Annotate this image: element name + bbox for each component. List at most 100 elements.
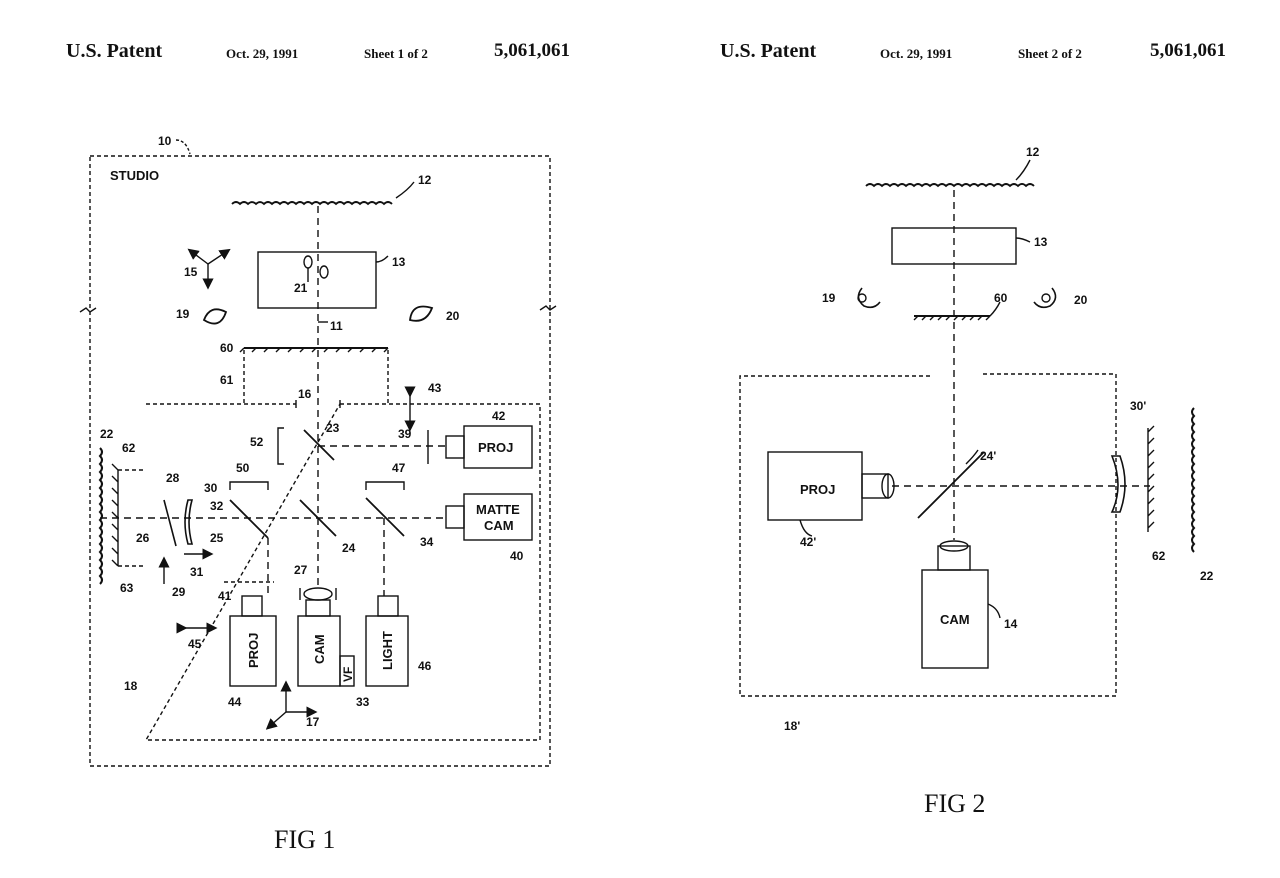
fig2-ref-18p: 18' — [784, 719, 800, 733]
fig2-light-19 — [857, 287, 881, 309]
fig2-projector-lens-housing — [861, 473, 889, 499]
ref-22: 22 — [100, 427, 114, 441]
fig2-proj-label: PROJ — [800, 482, 835, 497]
ref-61: 61 — [220, 373, 234, 387]
fig2-ref-42p: 42' — [800, 535, 816, 549]
studio-enclosure — [89, 155, 551, 767]
bracket-47 — [365, 481, 405, 490]
ref-31: 31 — [190, 565, 204, 579]
ref-29: 29 — [172, 585, 186, 599]
leader-10 — [175, 139, 191, 155]
leader-13 — [375, 255, 389, 263]
fig2-leader-13 — [1015, 237, 1031, 243]
fig2-screen-12 — [865, 183, 1035, 188]
beamsplitter-24 — [299, 499, 337, 537]
vf-label: VF — [341, 667, 355, 682]
fig2-leader-42 — [799, 519, 813, 537]
fig2-screen-22 — [1191, 407, 1196, 553]
fig1-caption: FIG 1 — [274, 825, 335, 854]
ref-45: 45 — [188, 637, 202, 651]
fig2-projector-lens — [881, 473, 895, 499]
leader-12 — [395, 181, 415, 199]
matte-cam-label-line2: CAM — [484, 518, 514, 533]
ref-24: 24 — [342, 541, 356, 555]
sheet1-patent-number: 5,061,061 — [494, 40, 570, 61]
fig2-leader-12 — [1015, 159, 1031, 181]
fig2-leader-60 — [989, 301, 1001, 317]
fig2-leader-14 — [987, 603, 1001, 619]
ref-39: 39 — [398, 427, 412, 441]
fig2-diagram — [739, 159, 1196, 697]
ref-44: 44 — [228, 695, 242, 709]
fig2-light-20-bulb — [1041, 293, 1051, 303]
filter-28 — [163, 499, 177, 547]
projector-42-lens — [445, 435, 465, 459]
matte-cam-40-body — [463, 493, 533, 541]
sheet1-title: U.S. Patent — [66, 40, 163, 62]
fig2-cam-label: CAM — [940, 612, 970, 627]
beamsplitter-34 — [365, 497, 405, 537]
ref-19: 19 — [176, 307, 190, 321]
enclosure-opening — [295, 400, 341, 408]
camera-lens-27 — [303, 587, 333, 601]
ref-50: 50 — [236, 461, 250, 475]
ref-63: 63 — [120, 581, 134, 595]
fig2-stage-13 — [891, 227, 1017, 265]
ref-42: 42 — [492, 409, 506, 423]
bracket-52 — [277, 427, 284, 465]
fig2-ref-13: 13 — [1034, 235, 1048, 249]
fig2-light-19-bulb — [857, 293, 867, 303]
fig2-ref-30p: 30' — [1130, 399, 1146, 413]
ref-21: 21 — [294, 281, 308, 295]
mirror-60-hatch — [239, 347, 389, 353]
ref-32: 32 — [210, 499, 224, 513]
light-46-lens — [377, 595, 399, 617]
light-46-body — [365, 615, 409, 687]
fig2-mirror-60-hatch — [913, 315, 991, 321]
ref-23: 23 — [326, 421, 340, 435]
fig2-enclosure-18 — [739, 373, 1117, 697]
ref-15: 15 — [184, 265, 198, 279]
fig2-ref-62: 62 — [1152, 549, 1166, 563]
fig2-backing-62 — [1147, 425, 1155, 532]
fig2-light-20 — [1033, 287, 1057, 309]
break-mark-left — [79, 307, 97, 313]
ref-34: 34 — [420, 535, 434, 549]
cam-body — [297, 615, 341, 687]
sheet2-date: Oct. 29, 1991 — [880, 46, 953, 61]
screen-22 — [98, 447, 103, 585]
proj-44-body — [229, 615, 277, 687]
ref-13: 13 — [392, 255, 406, 269]
ref-43: 43 — [428, 381, 442, 395]
light-20 — [409, 305, 434, 322]
matte-cam-40-lens — [445, 505, 465, 529]
ref-27: 27 — [294, 563, 308, 577]
ref-16: 16 — [298, 387, 312, 401]
fig2-labels: 12 13 19 60 20 30' 24' 42' 62 22 14 18' … — [784, 145, 1214, 818]
fig2-leader-24 — [965, 449, 979, 465]
viewfinder-33 — [339, 655, 355, 687]
light-label: LIGHT — [380, 631, 395, 670]
backing-62 — [111, 463, 119, 567]
fig2-camera-lens — [939, 540, 969, 552]
axis-17-c — [265, 711, 287, 730]
sheet2-patent-number: 5,061,061 — [1150, 40, 1226, 61]
ref-11: 11 — [330, 319, 343, 333]
sheet2-title: U.S. Patent — [720, 40, 817, 62]
studio-label: STUDIO — [110, 168, 159, 183]
ref-26: 26 — [136, 531, 150, 545]
ref-52: 52 — [250, 435, 264, 449]
fig1-diagram — [79, 139, 557, 767]
proj-44-lens — [241, 595, 263, 617]
bracket-50 — [229, 481, 269, 490]
stage-13 — [257, 251, 377, 309]
ref-47: 47 — [392, 461, 406, 475]
ref-46: 46 — [418, 659, 432, 673]
beamsplitter-32 — [229, 499, 269, 539]
ref-12: 12 — [418, 173, 432, 187]
ref-62: 62 — [122, 441, 136, 455]
proj-44-label: PROJ — [246, 633, 261, 668]
fig2-ref-20: 20 — [1074, 293, 1088, 307]
lens-30 — [184, 499, 194, 545]
